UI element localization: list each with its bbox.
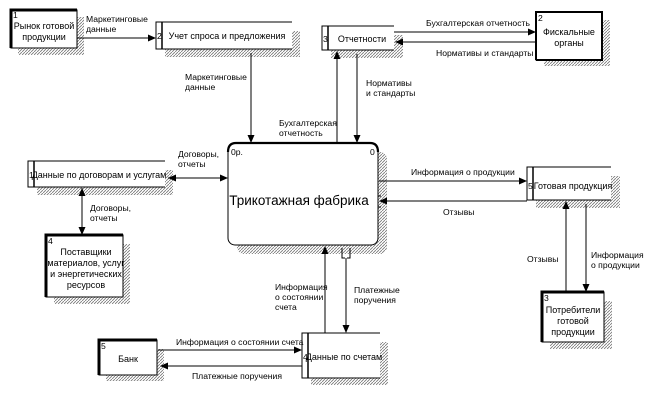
- flow-label: счета: [275, 302, 297, 312]
- entity-label-line: Банк: [118, 354, 138, 364]
- flow-process-to-accounts[interactable]: Платежные поручения: [342, 258, 400, 333]
- external-entity-consumers[interactable]: 3 Потребители готовой продукции: [540, 290, 612, 349]
- flow-label: и стандарты: [366, 88, 415, 98]
- entity-label-line: ресурсов: [67, 280, 106, 290]
- flow-label: Маркетинговые: [86, 14, 148, 24]
- entity-number: 2: [538, 13, 543, 23]
- external-entity-market[interactable]: 1 Рынок готовой продукции: [9, 8, 84, 55]
- flow-process-to-finished-goods[interactable]: Информация о продукции: [379, 167, 527, 185]
- entity-label-line: продукции: [551, 327, 595, 337]
- entity-label-line: Рынок готовой: [14, 21, 75, 31]
- store-number: 2: [157, 31, 162, 41]
- flow-label: Договоры,: [178, 149, 219, 159]
- data-store-contracts[interactable]: 1 Данные по договорам и услугам: [27, 160, 173, 195]
- store-label: Учет спроса и предложения: [169, 31, 286, 41]
- flow-label: Отзывы: [443, 207, 474, 217]
- entity-label-line: Поставщики: [60, 247, 111, 257]
- entity-label-line: материалов, услуг: [47, 258, 125, 268]
- store-number: 4: [303, 352, 308, 362]
- data-store-reports[interactable]: 3 Отчетности: [321, 25, 403, 58]
- flow-finished-goods-to-consumers[interactable]: Информация о продукции: [582, 204, 644, 292]
- entity-label-line: органы: [554, 38, 584, 48]
- flow-label: отчетность: [279, 128, 323, 138]
- flow-label: Информация: [275, 282, 328, 292]
- data-store-accounts[interactable]: 4 Данные по счетам: [301, 332, 388, 385]
- flow-label: Информация: [591, 250, 644, 260]
- store-number: 1: [29, 170, 34, 180]
- entity-number: 1: [13, 10, 18, 20]
- flow-label: Бухгалтерская: [279, 118, 337, 128]
- flow-label: Платежные поручения: [192, 371, 282, 381]
- flow-label: Платежные: [354, 285, 400, 295]
- flow-reports-to-fiscal[interactable]: Бухгалтерская отчетность: [394, 18, 536, 36]
- process-ref: 0р.: [231, 147, 243, 157]
- store-number: 3: [323, 34, 328, 44]
- external-entity-fiscal[interactable]: 2 Фискальные органы: [535, 11, 610, 66]
- store-label: Данные по счетам: [306, 352, 382, 362]
- flow-label: Нормативы и стандарты: [436, 48, 533, 58]
- data-store-finished-goods[interactable]: 5 Готовая продукция: [526, 166, 620, 208]
- flow-label: о состоянии: [275, 292, 323, 302]
- flow-label: поручения: [354, 295, 396, 305]
- flow-label: Договоры,: [90, 203, 131, 213]
- store-label: Отчетности: [338, 34, 386, 44]
- flow-label: отчеты: [90, 213, 118, 223]
- flow-label: Информация о состоянии счета: [176, 337, 304, 347]
- process-number: 0: [370, 147, 375, 157]
- flow-label: о продукции: [591, 260, 640, 270]
- flow-bank-to-accounts[interactable]: Информация о состоянии счета: [158, 337, 304, 354]
- entity-label-line: готовой: [557, 316, 589, 326]
- flow-accounts-to-bank[interactable]: Платежные поручения: [160, 362, 302, 381]
- entity-label-line: Потребители: [546, 305, 601, 315]
- flow-contracts-suppliers[interactable]: Договоры, отчеты: [78, 188, 132, 235]
- flow-fiscal-to-reports[interactable]: Нормативы и стандарты: [395, 38, 536, 58]
- flow-process-to-reports[interactable]: Бухгалтерская отчетность: [279, 51, 341, 143]
- external-entity-suppliers[interactable]: 4 Поставщики материалов, услуг и энергет…: [44, 233, 130, 304]
- flow-finished-goods-to-process[interactable]: Отзывы: [379, 197, 527, 217]
- flow-contracts-process[interactable]: Договоры, отчеты: [168, 149, 228, 182]
- entity-label-line: Фискальные: [543, 27, 595, 37]
- store-label: Готовая продукция: [534, 181, 613, 191]
- flow-label: данные: [185, 82, 215, 92]
- flow-label: данные: [86, 24, 116, 34]
- flow-market-to-demand[interactable]: Маркетинговые данные: [77, 14, 156, 42]
- store-number: 5: [528, 181, 533, 191]
- flow-label: Бухгалтерская отчетность: [426, 18, 530, 28]
- entity-number: 5: [101, 341, 106, 351]
- flow-label: Информация о продукции: [411, 167, 515, 177]
- entity-number: 4: [48, 236, 53, 246]
- entity-label-line: продукции: [22, 32, 66, 42]
- entity-number: 3: [544, 293, 549, 303]
- flow-label: Маркетинговые: [185, 72, 247, 82]
- tunnel-marker: [377, 195, 381, 208]
- flow-consumers-to-finished-goods[interactable]: Отзывы: [527, 201, 570, 292]
- flow-label: Отзывы: [527, 254, 558, 264]
- flow-reports-to-process[interactable]: Нормативы и стандарты: [353, 54, 415, 143]
- data-store-demand[interactable]: 2 Учет спроса и предложения: [155, 21, 300, 57]
- flow-accounts-to-process[interactable]: Информация о состоянии счета: [275, 246, 329, 333]
- process-knitting-factory[interactable]: 0р. 0 Трикотажная фабрика: [226, 141, 387, 259]
- flow-label: отчеты: [178, 159, 206, 169]
- store-label: Данные по договорам и услугам: [32, 170, 167, 180]
- flow-label: Нормативы: [366, 78, 412, 88]
- entity-label-line: и энергетических: [50, 269, 122, 279]
- flow-demand-to-process[interactable]: Маркетинговые данные: [185, 53, 255, 143]
- process-label: Трикотажная фабрика: [229, 193, 369, 208]
- external-entity-bank[interactable]: 5 Банк: [97, 338, 164, 381]
- tunnel-marker: [341, 248, 351, 259]
